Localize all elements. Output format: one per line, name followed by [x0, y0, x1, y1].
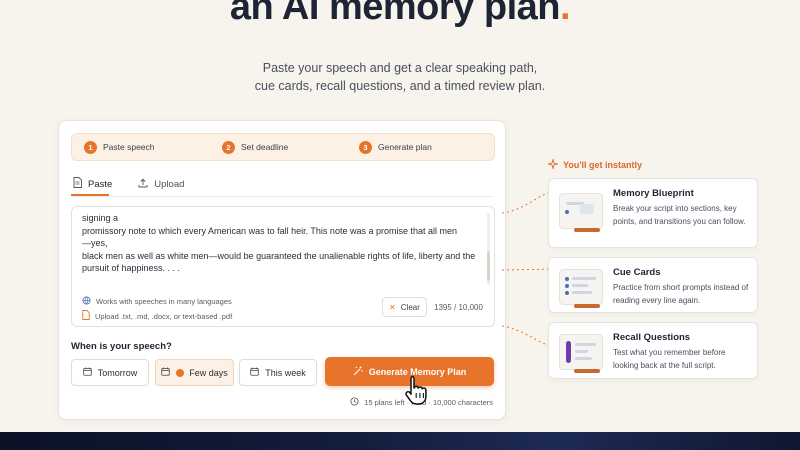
plans-left-text: 15 plans left · Paid · 10,000 characters — [364, 398, 493, 407]
step-paste-speech: 1 Paste speech — [84, 140, 155, 154]
deadline-option-label: This week — [265, 367, 306, 378]
instant-features-text: You'll get instantly — [563, 160, 642, 170]
editor-scrollbar-thumb[interactable] — [487, 251, 490, 281]
feature-card-cue-cards: Cue Cards Practice from short prompts in… — [548, 257, 758, 313]
selected-indicator-icon — [176, 368, 185, 377]
step-label: Set deadline — [241, 142, 289, 152]
hero-subtitle-line2: cue cards, recall questions, and a timed… — [254, 79, 546, 93]
feature-desc: Practice from short prompts instead of r… — [613, 283, 749, 305]
hero-subtitle: Paste your speech and get a clear speaki… — [0, 59, 800, 95]
instant-features-label: You'll get instantly — [546, 157, 642, 171]
feature-card-recall-questions: Recall Questions Test what you remember … — [548, 322, 758, 379]
step-number: 3 — [359, 140, 372, 154]
generate-plan-label: Generate Memory Plan — [368, 366, 467, 377]
speech-plan-card: 1 Paste speech 2 Set deadline 3 Generate… — [58, 120, 506, 420]
generate-plan-button[interactable]: Generate Memory Plan — [325, 357, 494, 386]
clock-icon — [350, 397, 359, 408]
step-generate-plan: 3 Generate plan — [359, 140, 432, 154]
upload-hint: Upload .txt, .md, .docx, or text-based .… — [82, 310, 232, 322]
hero-subtitle-line1: Paste your speech and get a clear speaki… — [262, 61, 538, 75]
calendar-icon — [250, 367, 259, 378]
clear-button-label: Clear — [400, 302, 420, 312]
magic-wand-icon — [353, 366, 363, 378]
calendar-icon — [83, 367, 92, 378]
deadline-option-tomorrow[interactable]: Tomorrow — [71, 359, 149, 386]
speech-textarea[interactable]: signing a promissory note to which every… — [82, 213, 476, 274]
steps-bar: 1 Paste speech 2 Set deadline 3 Generate… — [71, 133, 495, 161]
step-label: Paste speech — [103, 142, 155, 152]
step-number: 1 — [84, 140, 97, 154]
deadline-label: When is your speech? — [71, 341, 172, 352]
feature-title: Recall Questions — [613, 332, 691, 343]
recall-questions-illustration-icon — [559, 334, 603, 373]
deadline-option-few-days[interactable]: Few days — [155, 359, 234, 386]
step-set-deadline: 2 Set deadline — [222, 140, 289, 154]
tab-upload[interactable]: Upload — [136, 173, 186, 195]
close-icon: ✕ — [389, 302, 396, 312]
input-tabs: Paste Upload — [71, 173, 208, 195]
feature-title: Memory Blueprint — [613, 188, 694, 199]
plans-left-info: 15 plans left · Paid · 10,000 characters — [350, 397, 493, 408]
upload-hint-text: Upload .txt, .md, .docx, or text-based .… — [95, 311, 233, 321]
tab-paste[interactable]: Paste — [71, 173, 114, 195]
deadline-option-label: Tomorrow — [97, 367, 138, 378]
feature-desc: Break your script into sections, key poi… — [613, 204, 746, 226]
hero-headline: an AI memory plan. — [0, 0, 800, 29]
blueprint-illustration-icon — [559, 193, 603, 232]
hand-pointer-cursor-icon — [405, 375, 427, 405]
clear-button[interactable]: ✕ Clear — [382, 297, 427, 317]
hero-headline-text: an AI memory plan — [229, 0, 561, 28]
feature-title: Cue Cards — [613, 267, 661, 278]
tabs-divider — [71, 196, 493, 197]
tab-upload-label: Upload — [154, 178, 185, 190]
step-label: Generate plan — [378, 142, 432, 152]
feature-desc: Test what you remember before looking ba… — [613, 348, 726, 370]
upload-icon — [138, 178, 148, 191]
editor-scrollbar-track[interactable] — [487, 213, 490, 285]
step-number: 2 — [222, 140, 235, 154]
deadline-option-this-week[interactable]: This week — [239, 359, 317, 386]
globe-icon — [82, 296, 91, 307]
tab-paste-label: Paste — [88, 178, 113, 190]
languages-hint-text: Works with speeches in many languages — [96, 297, 232, 306]
sparkle-icon — [546, 157, 560, 171]
cue-cards-illustration-icon — [559, 269, 603, 308]
calendar-icon — [161, 367, 170, 378]
active-tab-indicator — [71, 194, 109, 196]
feature-card-memory-blueprint: Memory Blueprint Break your script into … — [548, 178, 758, 248]
speech-editor[interactable]: signing a promissory note to which every… — [71, 206, 495, 327]
document-icon — [73, 177, 82, 191]
hero-headline-dot: . — [560, 0, 571, 28]
deadline-option-label: Few days — [189, 367, 228, 378]
character-counter: 1395 / 10,000 — [434, 303, 483, 312]
languages-hint: Works with speeches in many languages — [82, 296, 232, 307]
bottom-dark-section — [0, 432, 800, 450]
file-icon — [82, 310, 90, 322]
